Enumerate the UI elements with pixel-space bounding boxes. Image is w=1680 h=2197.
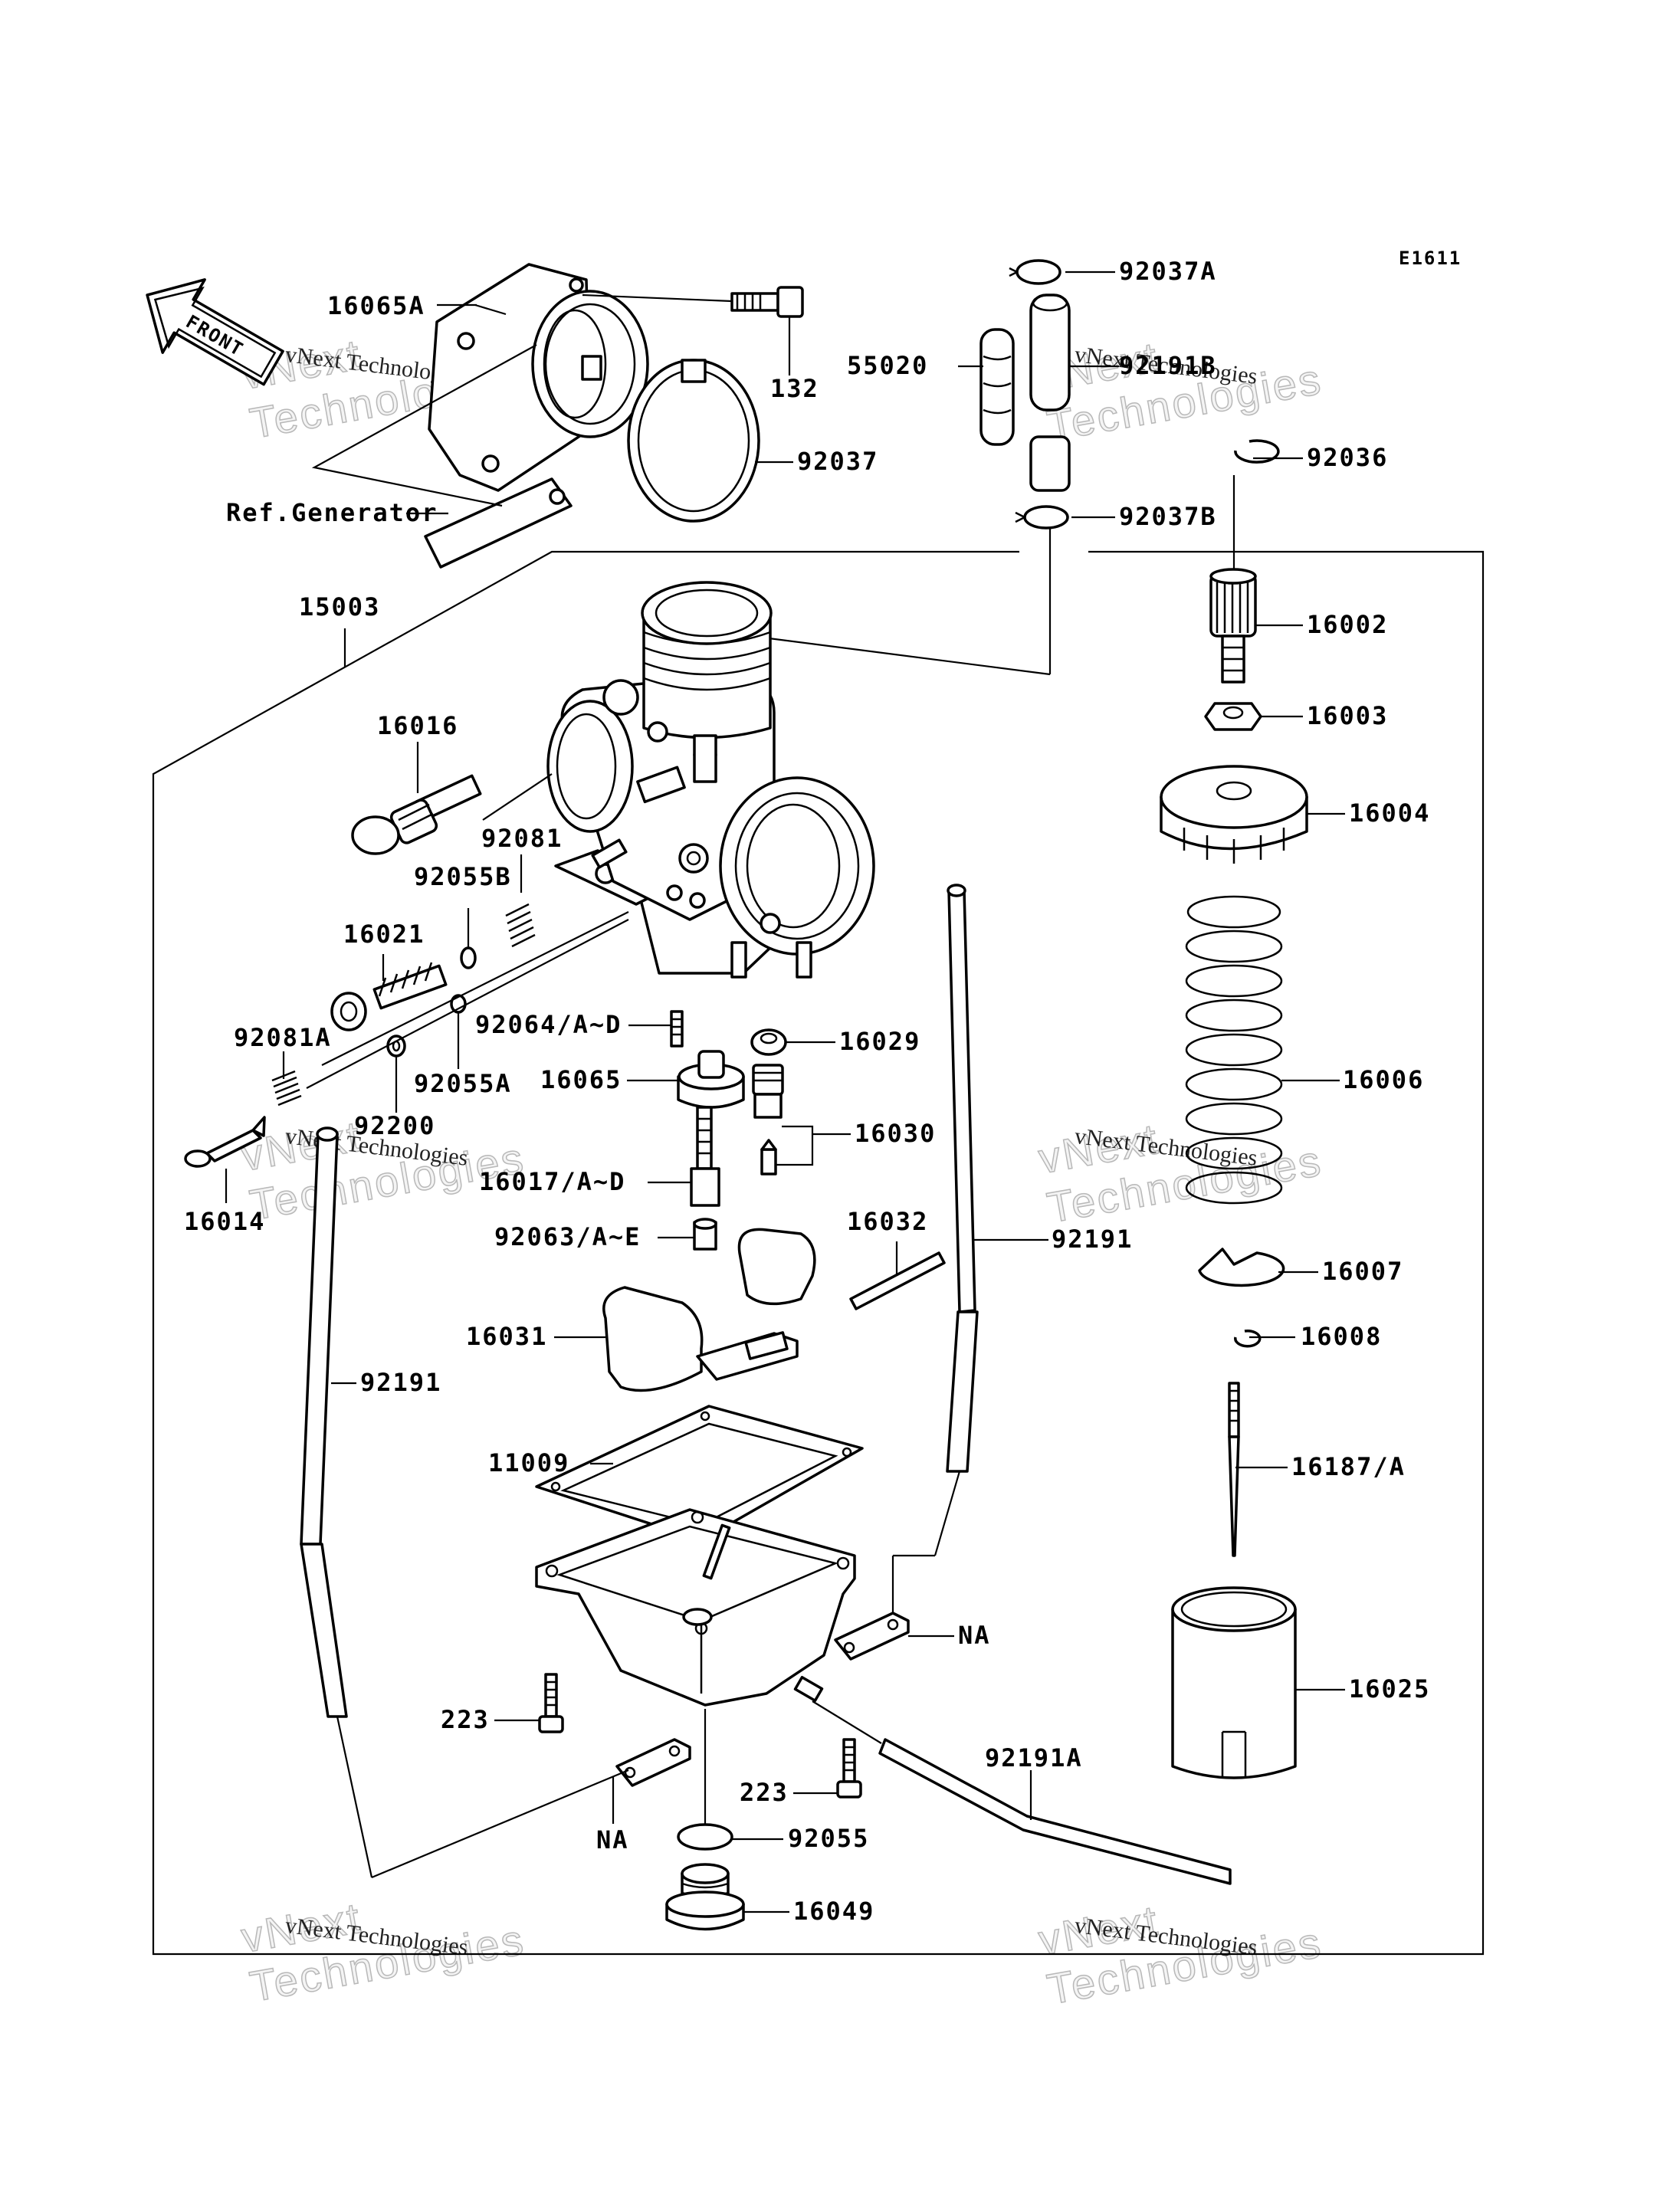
label-92064: 92064/A~D [475, 1010, 622, 1039]
plate-16007-part [1198, 1248, 1285, 1287]
label-92037A: 92037A [1119, 257, 1217, 286]
bracket-na-left-part [615, 1738, 691, 1787]
label-92191-right: 92191 [1052, 1225, 1133, 1254]
watermark-group: vNext Technologies vNext Technologies vN… [237, 330, 1326, 2014]
screw-223-left-part [538, 1673, 564, 1733]
hose-92191A-part [812, 1700, 1232, 1885]
label-16004: 16004 [1349, 798, 1430, 828]
clip-16008-part [1234, 1329, 1262, 1348]
clip-92037B-part [1015, 505, 1069, 530]
label-92037: 92037 [797, 447, 878, 476]
ref-generator-bracket [424, 477, 573, 569]
label-16006: 16006 [1343, 1065, 1424, 1094]
oring-92055B-part [460, 946, 477, 969]
float-valve-16030-part [752, 1064, 784, 1176]
label-16002: 16002 [1307, 610, 1388, 639]
label-16031: 16031 [466, 1322, 547, 1351]
spring-92081-part [505, 903, 536, 948]
label-92037B: 92037B [1119, 502, 1217, 531]
oring-92055A-part [450, 994, 467, 1014]
label-92055A: 92055A [414, 1069, 512, 1098]
label-223-right: 223 [740, 1778, 789, 1807]
label-92081A: 92081A [234, 1023, 332, 1052]
label-16016: 16016 [377, 711, 458, 740]
label-92055B: 92055B [414, 862, 512, 891]
screw-16014-part [184, 1116, 266, 1168]
label-55020: 55020 [847, 351, 928, 380]
hose-92191-right-part [891, 884, 979, 1613]
needle-16187-part [1228, 1382, 1240, 1557]
screw-223-right-part [836, 1738, 862, 1799]
hose-92191-left-part [300, 1126, 629, 1879]
part-labels: 92037A 16065A 55020 92191B 132 92037 920… [184, 257, 1430, 1926]
label-16049: 16049 [793, 1897, 874, 1926]
label-na-right: NA [958, 1621, 991, 1650]
label-92055: 92055 [788, 1824, 869, 1853]
bolt-132-part [730, 286, 804, 318]
leader-line [306, 919, 629, 1089]
needle-jet-holder-16065-part [677, 1050, 745, 1109]
label-92081: 92081 [481, 824, 563, 853]
label-15003: 15003 [299, 592, 380, 621]
assembly-outline [152, 550, 1485, 1956]
label-92063: 92063/A~E [494, 1222, 641, 1251]
nut-16003-part [1204, 702, 1262, 731]
label-16007: 16007 [1322, 1257, 1403, 1286]
label-16187: 16187/A [1291, 1452, 1406, 1481]
spring-92081A-part [271, 1070, 302, 1107]
label-16032: 16032 [847, 1207, 928, 1236]
jet-16017-part [690, 1106, 720, 1207]
plunger-16016-part [351, 774, 482, 855]
figure-code: E1611 [1399, 248, 1462, 269]
label-16025: 16025 [1349, 1674, 1430, 1703]
tube-92191B-part [1029, 293, 1071, 492]
label-16021: 16021 [343, 920, 425, 949]
jet-92063-part [693, 1218, 717, 1251]
label-16014: 16014 [184, 1207, 265, 1236]
intake-pipe-part [428, 263, 649, 492]
carburetor-body-part [546, 581, 875, 979]
jet-92064-part [670, 1010, 684, 1048]
label-92191B: 92191B [1119, 351, 1217, 380]
label-16029: 16029 [839, 1027, 920, 1056]
spring-16006-part [1185, 895, 1283, 1205]
screw-16021-part [330, 962, 448, 1031]
label-16065A: 16065A [327, 291, 425, 320]
label-223-left: 223 [441, 1705, 490, 1734]
pin-16032-part [849, 1251, 946, 1310]
label-92191A: 92191A [985, 1743, 1083, 1772]
label-16030: 16030 [855, 1119, 936, 1148]
cap-16004-part [1160, 765, 1308, 864]
clamp-92037-part [627, 359, 760, 523]
plug-16049-part [665, 1863, 745, 1931]
label-16003: 16003 [1307, 701, 1388, 730]
leader-line [750, 635, 1051, 676]
label-92036: 92036 [1307, 443, 1388, 472]
oring-92055-part [677, 1823, 733, 1851]
ref-generator-note: Ref.Generator [226, 498, 438, 527]
label-132: 132 [770, 374, 819, 403]
label-16017: 16017/A~D [479, 1167, 625, 1196]
label-16065: 16065 [540, 1065, 622, 1094]
label-92200: 92200 [354, 1111, 435, 1140]
washer-16029-part [750, 1028, 787, 1056]
throttle-valve-16025-part [1171, 1586, 1297, 1779]
label-11009: 11009 [488, 1448, 569, 1477]
label-92191-left: 92191 [360, 1368, 441, 1397]
label-na-left: NA [596, 1825, 629, 1854]
clip-92037A-part [1009, 259, 1061, 285]
leader-lines [225, 271, 1345, 1913]
float-bowl-part [535, 1508, 856, 1707]
tube-55020-part [979, 328, 1015, 446]
float-16031-part [602, 1228, 816, 1392]
adjuster-16002-part [1209, 568, 1257, 684]
leader-line [321, 911, 629, 1066]
label-16008: 16008 [1301, 1322, 1382, 1351]
